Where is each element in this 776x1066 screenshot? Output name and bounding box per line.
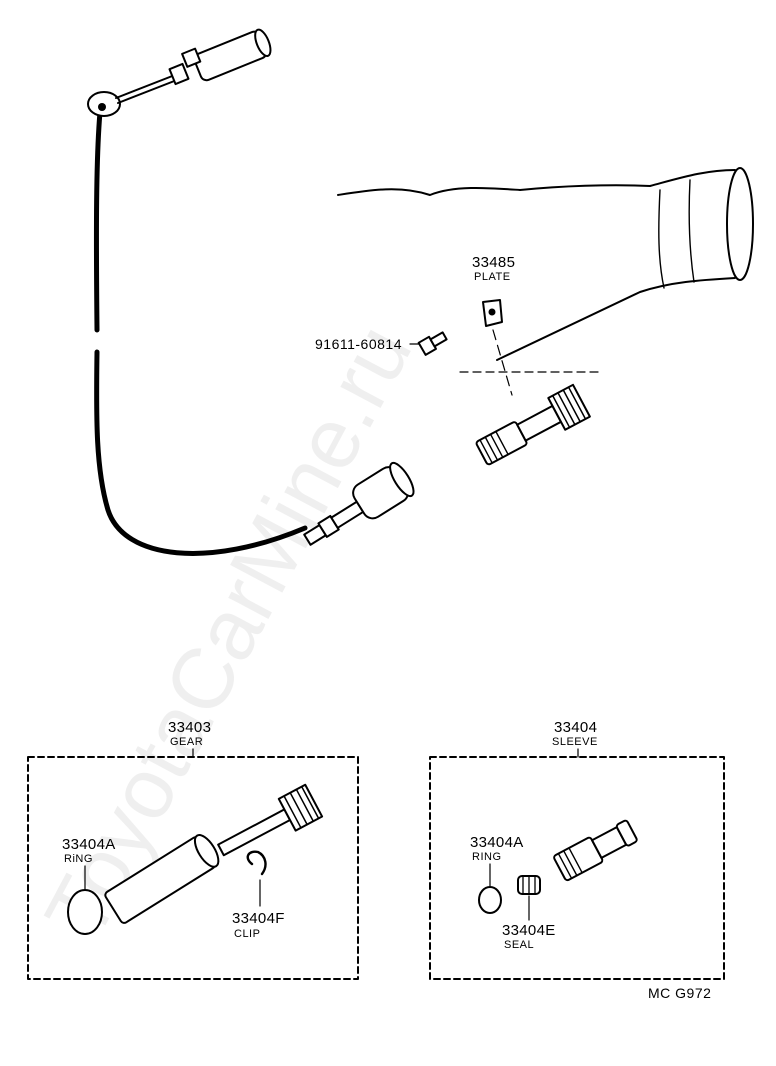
- clip-part: [246, 850, 267, 876]
- gear-part-number: 33403: [168, 719, 211, 736]
- driven-gear-installed: [475, 383, 591, 466]
- gear-ring-number: 33404A: [62, 836, 116, 853]
- sleeve-part-name: SLEEVE: [552, 736, 598, 748]
- sleeve-part: [553, 819, 638, 882]
- speedometer-cable: [87, 28, 415, 556]
- seal-part: [517, 875, 541, 895]
- plate-part-number: 33485: [472, 254, 515, 271]
- gear-ring-name: RiNG: [64, 853, 93, 865]
- gear-ring-part: [67, 889, 103, 935]
- plate-part-name: PLATE: [474, 271, 511, 283]
- gear-shaft-part: [217, 783, 324, 857]
- sleeve-ring-number: 33404A: [470, 834, 524, 851]
- gear-housing-part: [104, 834, 220, 924]
- plate-part: [482, 299, 513, 396]
- sleeve-ring-part: [478, 886, 502, 914]
- bolt-part-number: 91611-60814: [315, 336, 402, 352]
- gear-part-name: GEAR: [170, 736, 203, 748]
- clip-part-number: 33404F: [232, 910, 285, 927]
- sleeve-group-box: [429, 756, 725, 980]
- seal-part-number: 33404E: [502, 922, 556, 939]
- seal-part-name: SEAL: [504, 939, 534, 951]
- sleeve-part-number: 33404: [554, 719, 597, 736]
- clip-part-name: CLIP: [234, 928, 260, 940]
- bolt-part: [417, 331, 448, 356]
- sleeve-ring-name: RING: [472, 851, 502, 863]
- diagram-code: MC G972: [648, 985, 711, 1001]
- transmission-housing: [337, 167, 754, 373]
- gear-group-box: [27, 756, 359, 980]
